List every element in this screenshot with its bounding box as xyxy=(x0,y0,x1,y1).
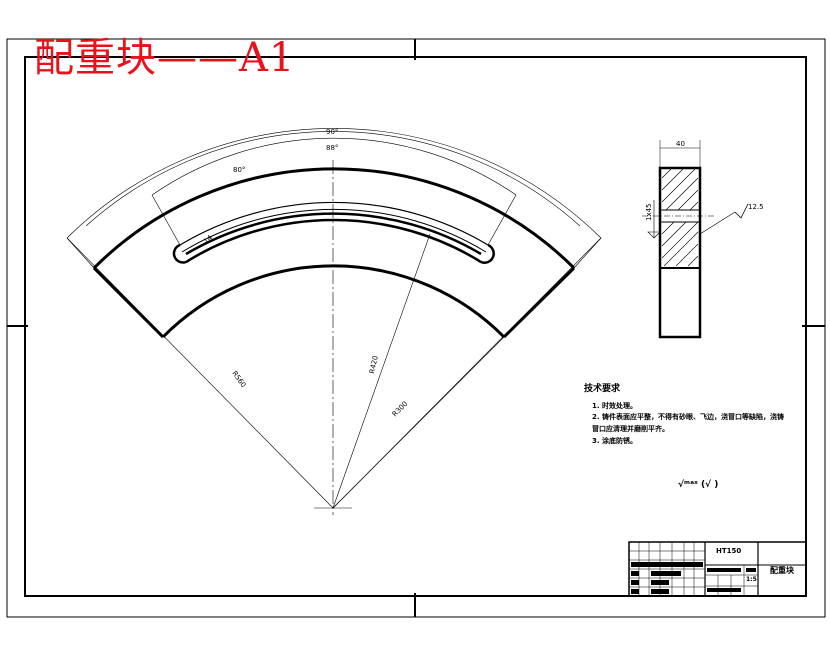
dim-r-outer: R560 xyxy=(230,370,247,390)
dim-roughness-side: 12.5 xyxy=(748,203,764,211)
tech-requirement-item: 2. 铸件表面应平整，不得有砂眼、飞边，浇冒口等缺陷，浇铸 xyxy=(592,413,784,421)
tech-requirement-item: 1. 时效处理。 xyxy=(592,402,637,410)
side-section-view xyxy=(642,140,749,339)
roughness-note: √ᵐᵃˣ (√ ) xyxy=(678,480,719,490)
overlay-title: 配重块——A1 xyxy=(34,35,296,81)
dim-middle-angle: 88° xyxy=(326,144,338,152)
dim-chamfer: 1x45 xyxy=(645,203,653,221)
dim-slot-angle: 80° xyxy=(233,166,245,174)
material-label: HT150 xyxy=(716,547,742,555)
dim-r-middle: R420 xyxy=(368,355,380,374)
tech-requirement-item: 3. 涂底防锈。 xyxy=(592,437,637,445)
tech-requirements-title: 技术要求 xyxy=(584,384,621,394)
title-block xyxy=(628,541,807,597)
sheet-outer-border xyxy=(6,38,826,618)
dim-r-inner: R300 xyxy=(391,400,410,419)
scale-label: 1:5 xyxy=(746,576,757,583)
arc-segment-front-view xyxy=(66,128,602,515)
tech-requirement-item: 冒口应清理并磨削平齐。 xyxy=(592,425,669,433)
sheet-inner-frame xyxy=(24,56,807,597)
dim-outer-angle: 90° xyxy=(326,128,338,136)
part-name-label: 配重块 xyxy=(770,566,794,575)
dim-width-top: 40 xyxy=(676,140,685,148)
